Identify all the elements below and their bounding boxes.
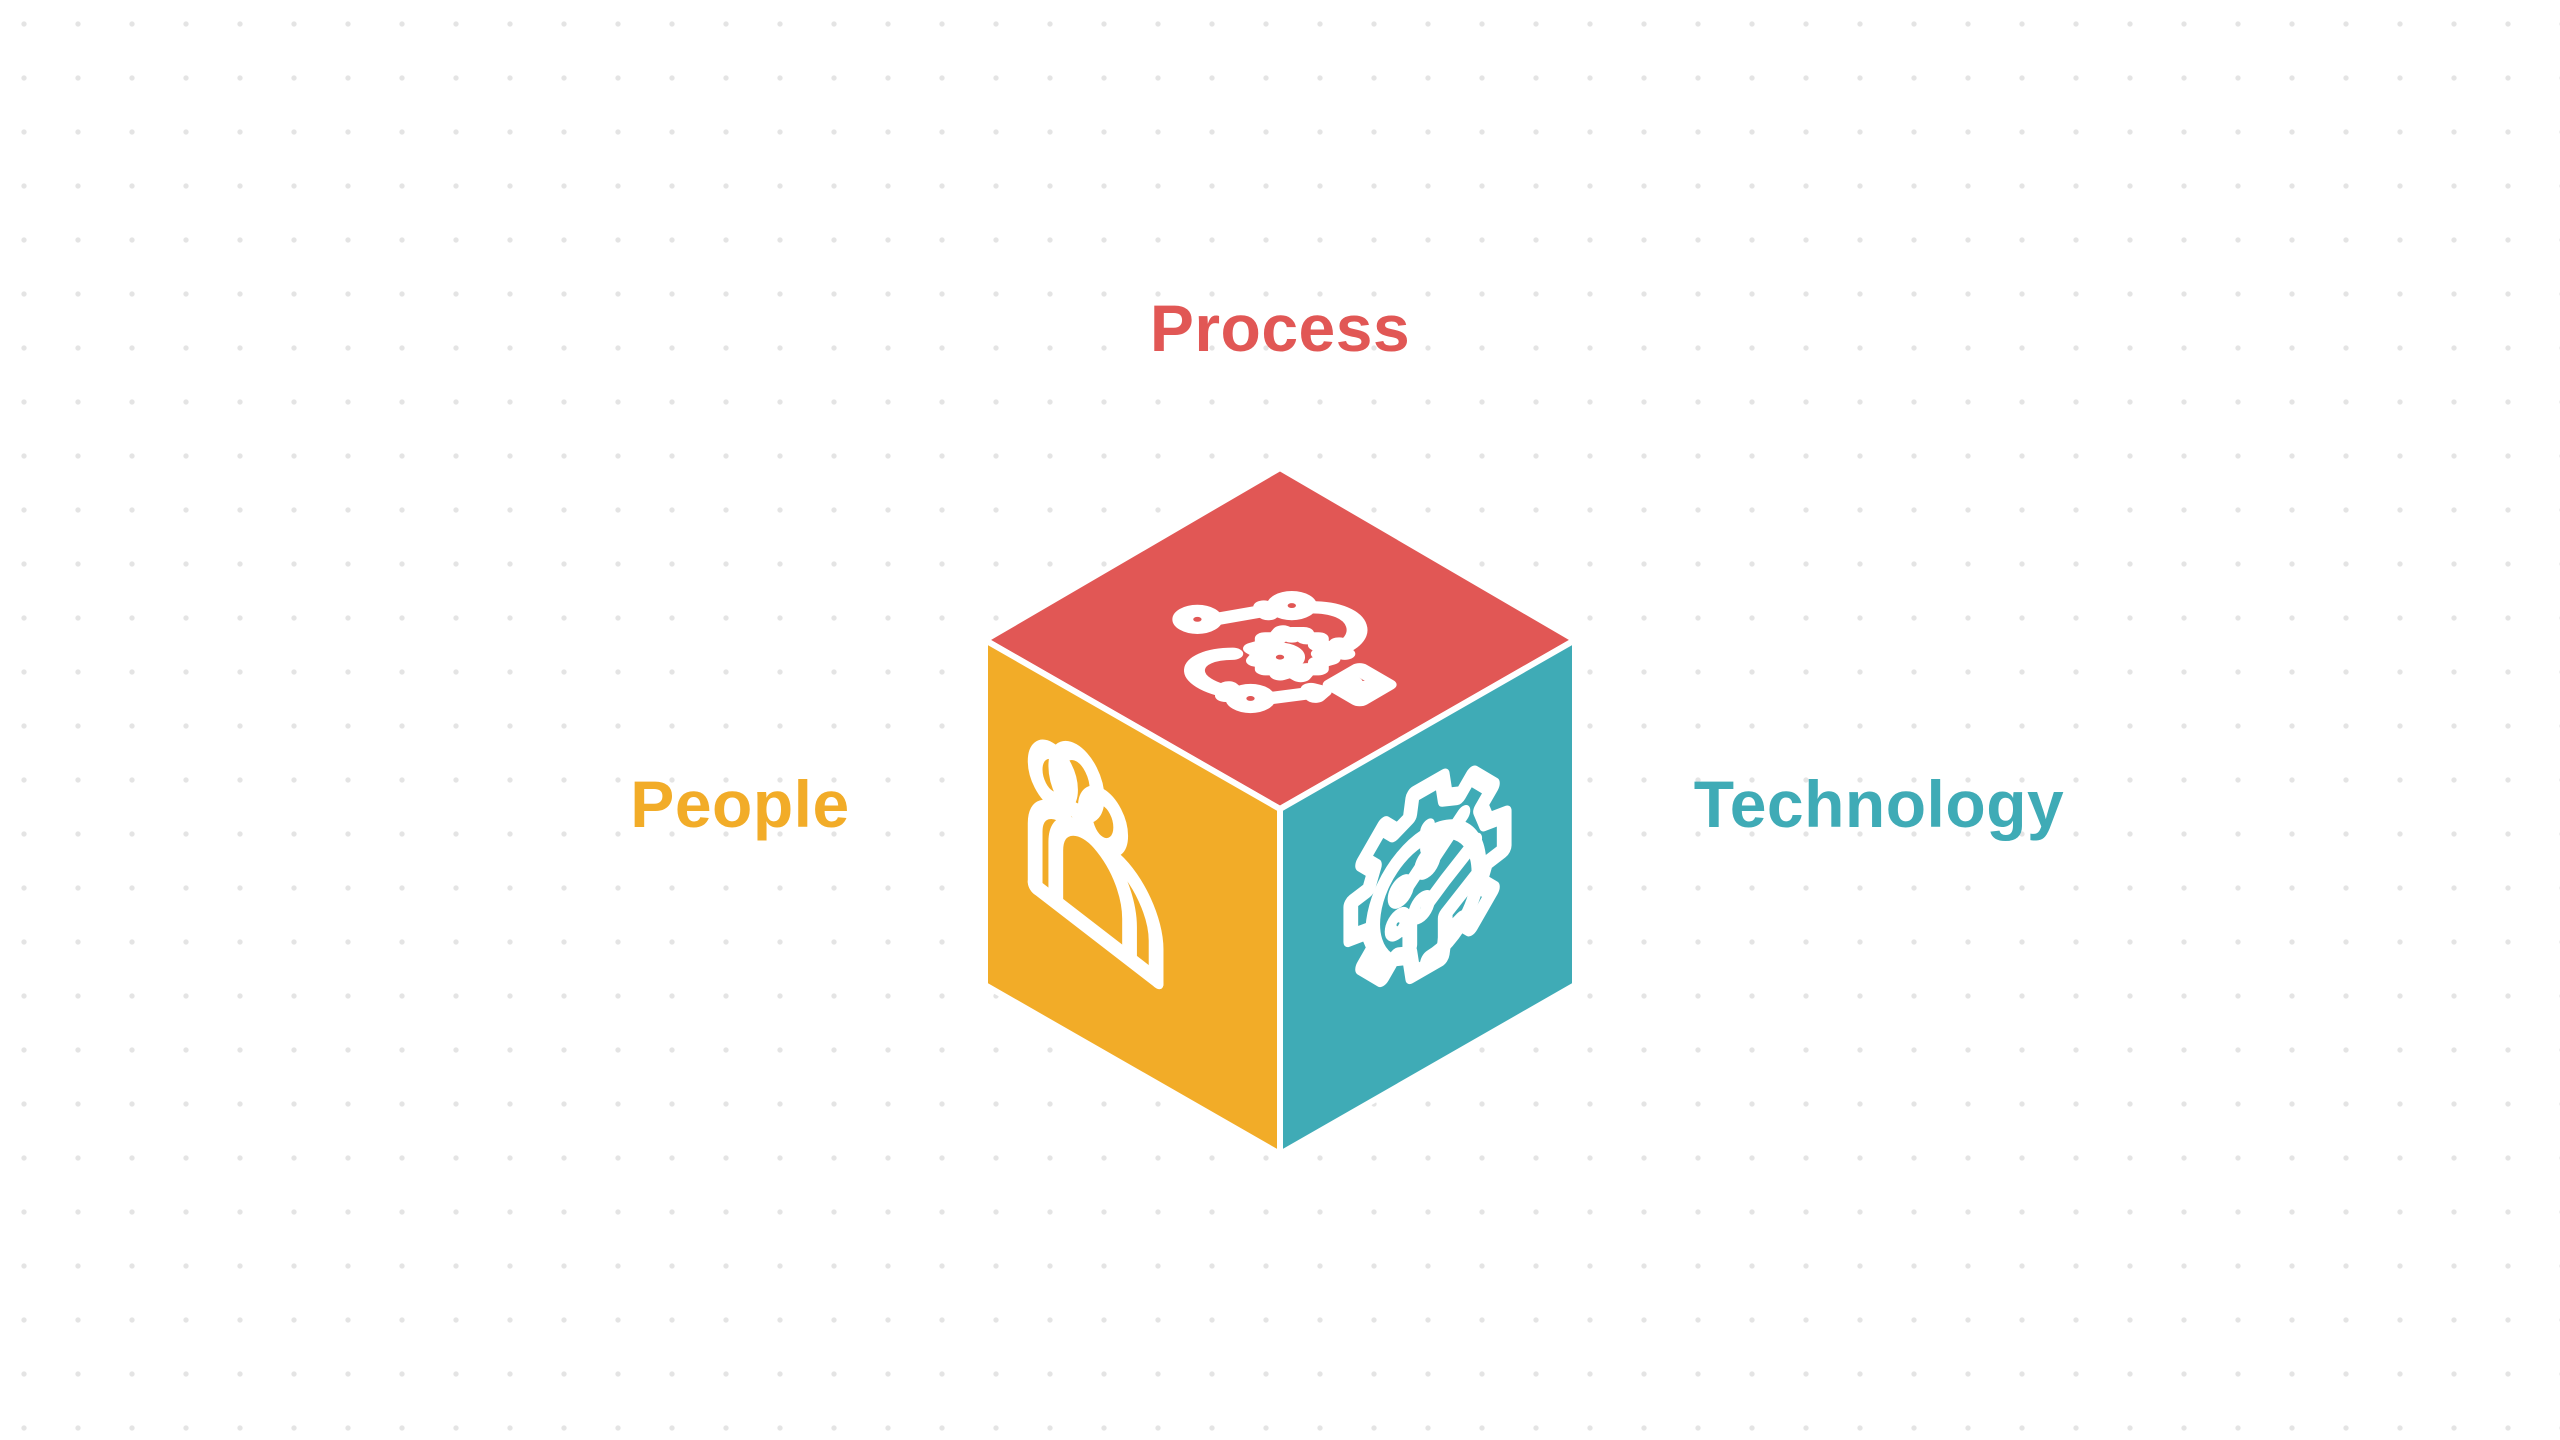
- process-flow-gear-icon: [1172, 591, 1397, 714]
- technology-label: Technology: [1693, 767, 2065, 841]
- process-label: Process: [1149, 291, 1411, 365]
- gear-circuit-icon: [1343, 765, 1512, 988]
- people-label: People: [630, 767, 850, 841]
- people-group-icon: [1027, 739, 1164, 990]
